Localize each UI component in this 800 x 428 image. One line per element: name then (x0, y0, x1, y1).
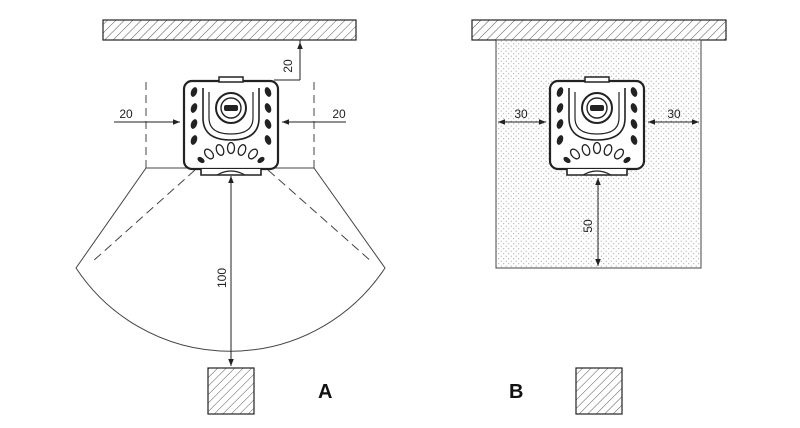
stove-top-view-icon-b (548, 75, 646, 177)
diagram-a: 20 20 20 100 A (75, 19, 386, 415)
dimension-a-front: 100 (215, 268, 229, 288)
dimension-b-front: 50 (581, 219, 595, 233)
dimension-a-top: 20 (281, 59, 295, 73)
dimension-a-left: 20 (119, 107, 133, 121)
dimension-a-right: 20 (332, 107, 346, 121)
chimney-hatch-b (575, 367, 623, 415)
dimension-b-left: 30 (514, 107, 528, 121)
clearance-zone-a (75, 167, 386, 352)
diagram-b: 30 30 50 B (471, 19, 727, 415)
diagram-a-label: A (318, 381, 332, 403)
wall-a (102, 19, 357, 41)
stove-top-view-icon (182, 75, 280, 177)
chimney-hatch-a (207, 367, 255, 415)
wall-b (471, 19, 727, 41)
dimension-b-right: 30 (667, 107, 681, 121)
diagram-b-label: B (509, 381, 523, 403)
